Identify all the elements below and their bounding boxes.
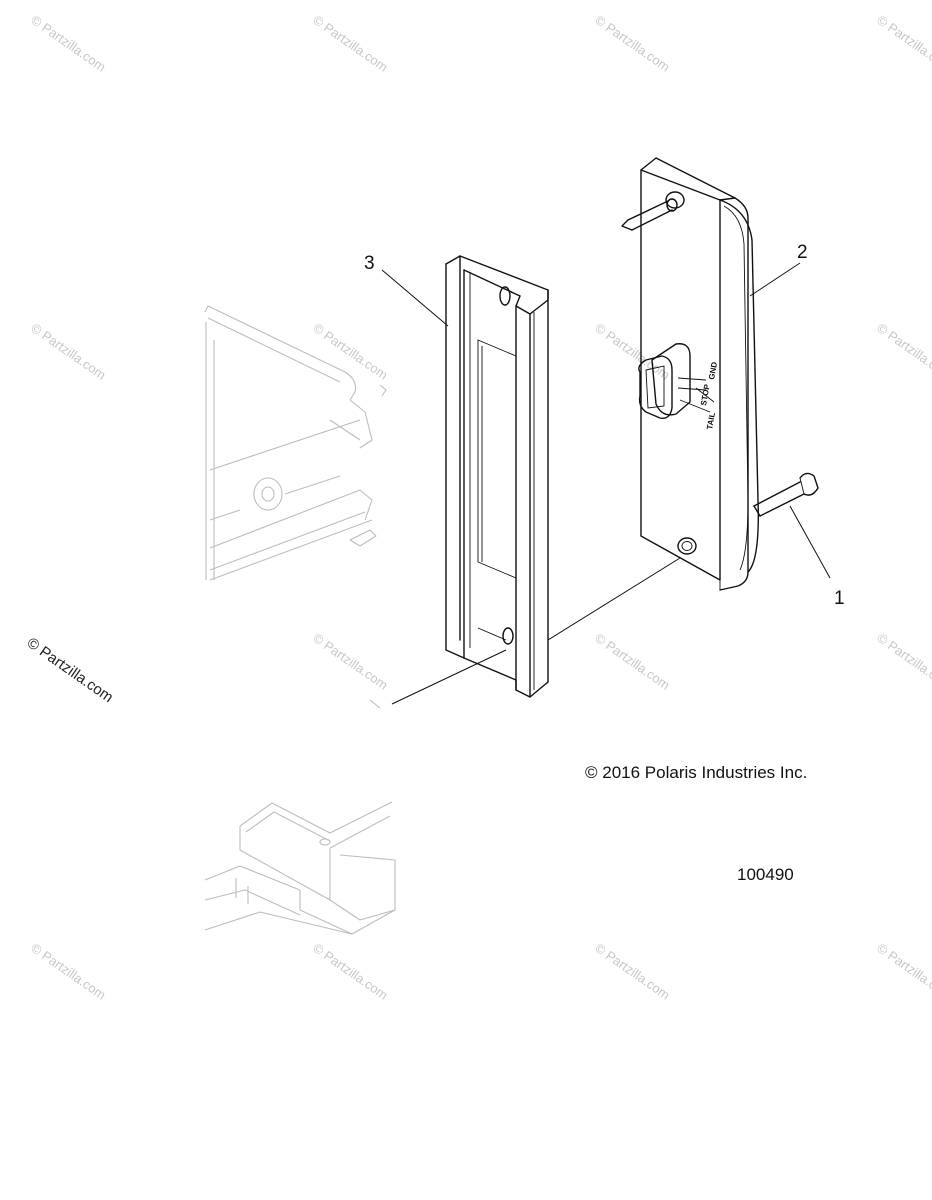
watermark: © Partzilla.com — [592, 940, 672, 1003]
watermark: © Partzilla.com — [28, 12, 108, 75]
pin-label-tail: TAIL — [705, 412, 717, 431]
callout-2: 2 — [797, 242, 808, 263]
pin-label-gnd: GND — [707, 361, 719, 380]
watermark: © Partzilla.com — [310, 940, 390, 1003]
watermark: © Partzilla.com — [592, 320, 672, 383]
watermark: © Partzilla.com — [592, 12, 672, 75]
watermark: © Partzilla.com — [874, 320, 932, 383]
watermark: © Partzilla.com — [592, 630, 672, 693]
ghost-frame-upper — [204, 305, 387, 709]
ghost-frame-lower — [204, 801, 396, 935]
diagram-number: 100490 — [737, 865, 794, 884]
copyright-text: © 2016 Polaris Industries Inc. — [585, 763, 807, 782]
watermark-side: © Partzilla.com — [24, 634, 117, 706]
callout-leader-3 — [381, 269, 449, 327]
assembly-line — [391, 649, 507, 705]
watermark: © Partzilla.com — [874, 630, 932, 693]
callout-leader-1 — [789, 505, 831, 579]
leader-lines — [381, 262, 831, 705]
tail-lamp: GND STOP TAIL — [638, 157, 759, 591]
watermark: © Partzilla.com — [28, 320, 108, 383]
watermark: © Partzilla.com — [874, 12, 932, 75]
screw-lower — [753, 472, 819, 517]
assembly-line — [547, 557, 681, 641]
watermark: © Partzilla.com — [310, 630, 390, 693]
mounting-bracket — [445, 255, 549, 698]
watermark: © Partzilla.com — [310, 12, 390, 75]
screw-upper — [621, 198, 678, 231]
watermark: © Partzilla.com — [874, 940, 932, 1003]
callout-leader-2 — [749, 262, 801, 297]
pin-label-stop: STOP — [699, 383, 712, 407]
callout-3: 3 — [364, 253, 375, 274]
watermark: © Partzilla.com — [28, 940, 108, 1003]
callout-1: 1 — [834, 588, 845, 609]
